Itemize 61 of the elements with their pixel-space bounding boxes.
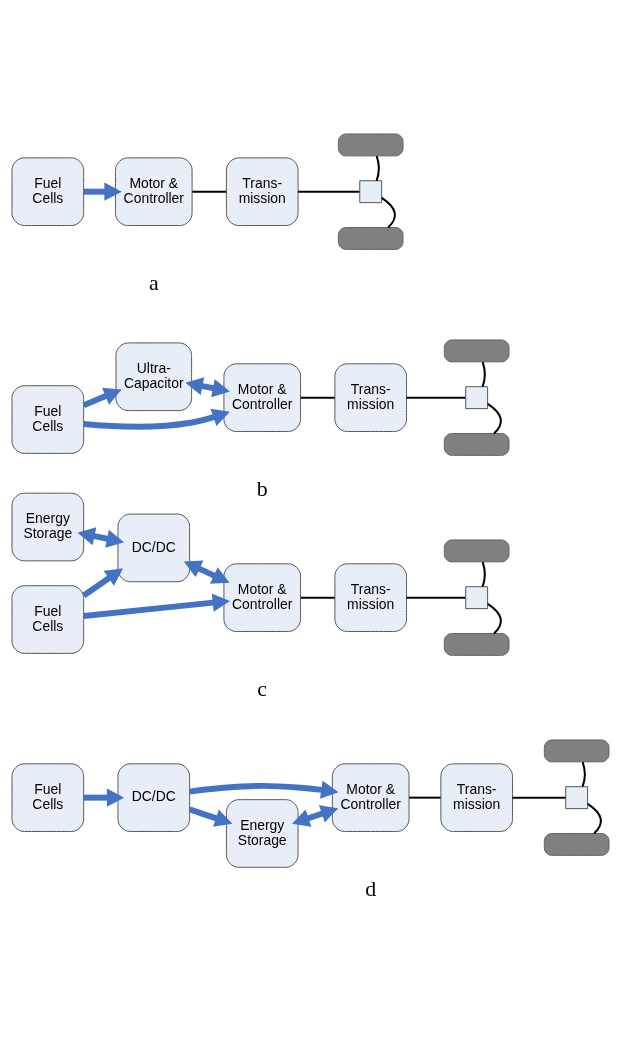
node-box: Motor & Controller [223,562,302,632]
node-bar [337,133,404,156]
node-box: Fuel Cells [11,384,85,454]
node-box: Motor & Controller [115,156,193,226]
connector [408,796,442,799]
arrow [83,788,125,807]
connector [481,360,486,388]
connector [511,796,567,799]
connector [297,190,361,193]
node-box [465,585,489,609]
connector [191,190,228,193]
arrow [189,780,339,799]
arrow [188,806,233,827]
connector [299,396,336,399]
node-box [565,785,589,809]
node-bar [337,226,404,250]
node-box: Fuel Cells [11,584,85,654]
arrow [82,387,122,408]
node-box: DC/DC [117,762,191,832]
arrow [83,408,230,430]
connector [405,396,467,399]
connector [581,760,586,788]
node-box: Fuel Cells [11,156,85,226]
node-box: Ultra- Capacitor [115,341,193,411]
node-bar [443,432,510,456]
arrow [292,804,339,827]
connector [481,560,486,588]
connector [299,596,336,599]
connector [405,596,467,599]
node-box: Trans- mission [334,562,407,632]
node-bar [543,832,610,856]
connector [486,602,502,634]
arrow [77,526,125,548]
connector [375,154,380,182]
label: d [365,875,377,901]
node-box [359,179,383,203]
node-box: Motor & Controller [331,762,410,832]
node-bar [443,338,510,362]
node-bar [443,632,510,656]
connector [486,402,502,434]
arrow [183,560,230,584]
node-box: Trans- mission [225,156,299,226]
arrow [83,182,122,201]
node-bar [543,738,610,762]
node-box: DC/DC [117,513,191,582]
label: a [148,269,159,295]
connector [586,802,602,834]
node-box: Energy Storage [225,798,299,868]
label: c [257,675,268,701]
node-box: Trans- mission [440,762,513,832]
node-box: Energy Storage [11,492,85,561]
arrow [82,567,124,598]
node-box: Motor & Controller [223,362,302,432]
node-box: Trans- mission [334,362,407,432]
node-bar [443,538,510,562]
label: b [256,475,268,501]
connector [380,196,396,228]
node-box [465,385,489,409]
node-box: Fuel Cells [11,762,85,832]
arrow [83,593,230,619]
arrow [185,376,230,397]
